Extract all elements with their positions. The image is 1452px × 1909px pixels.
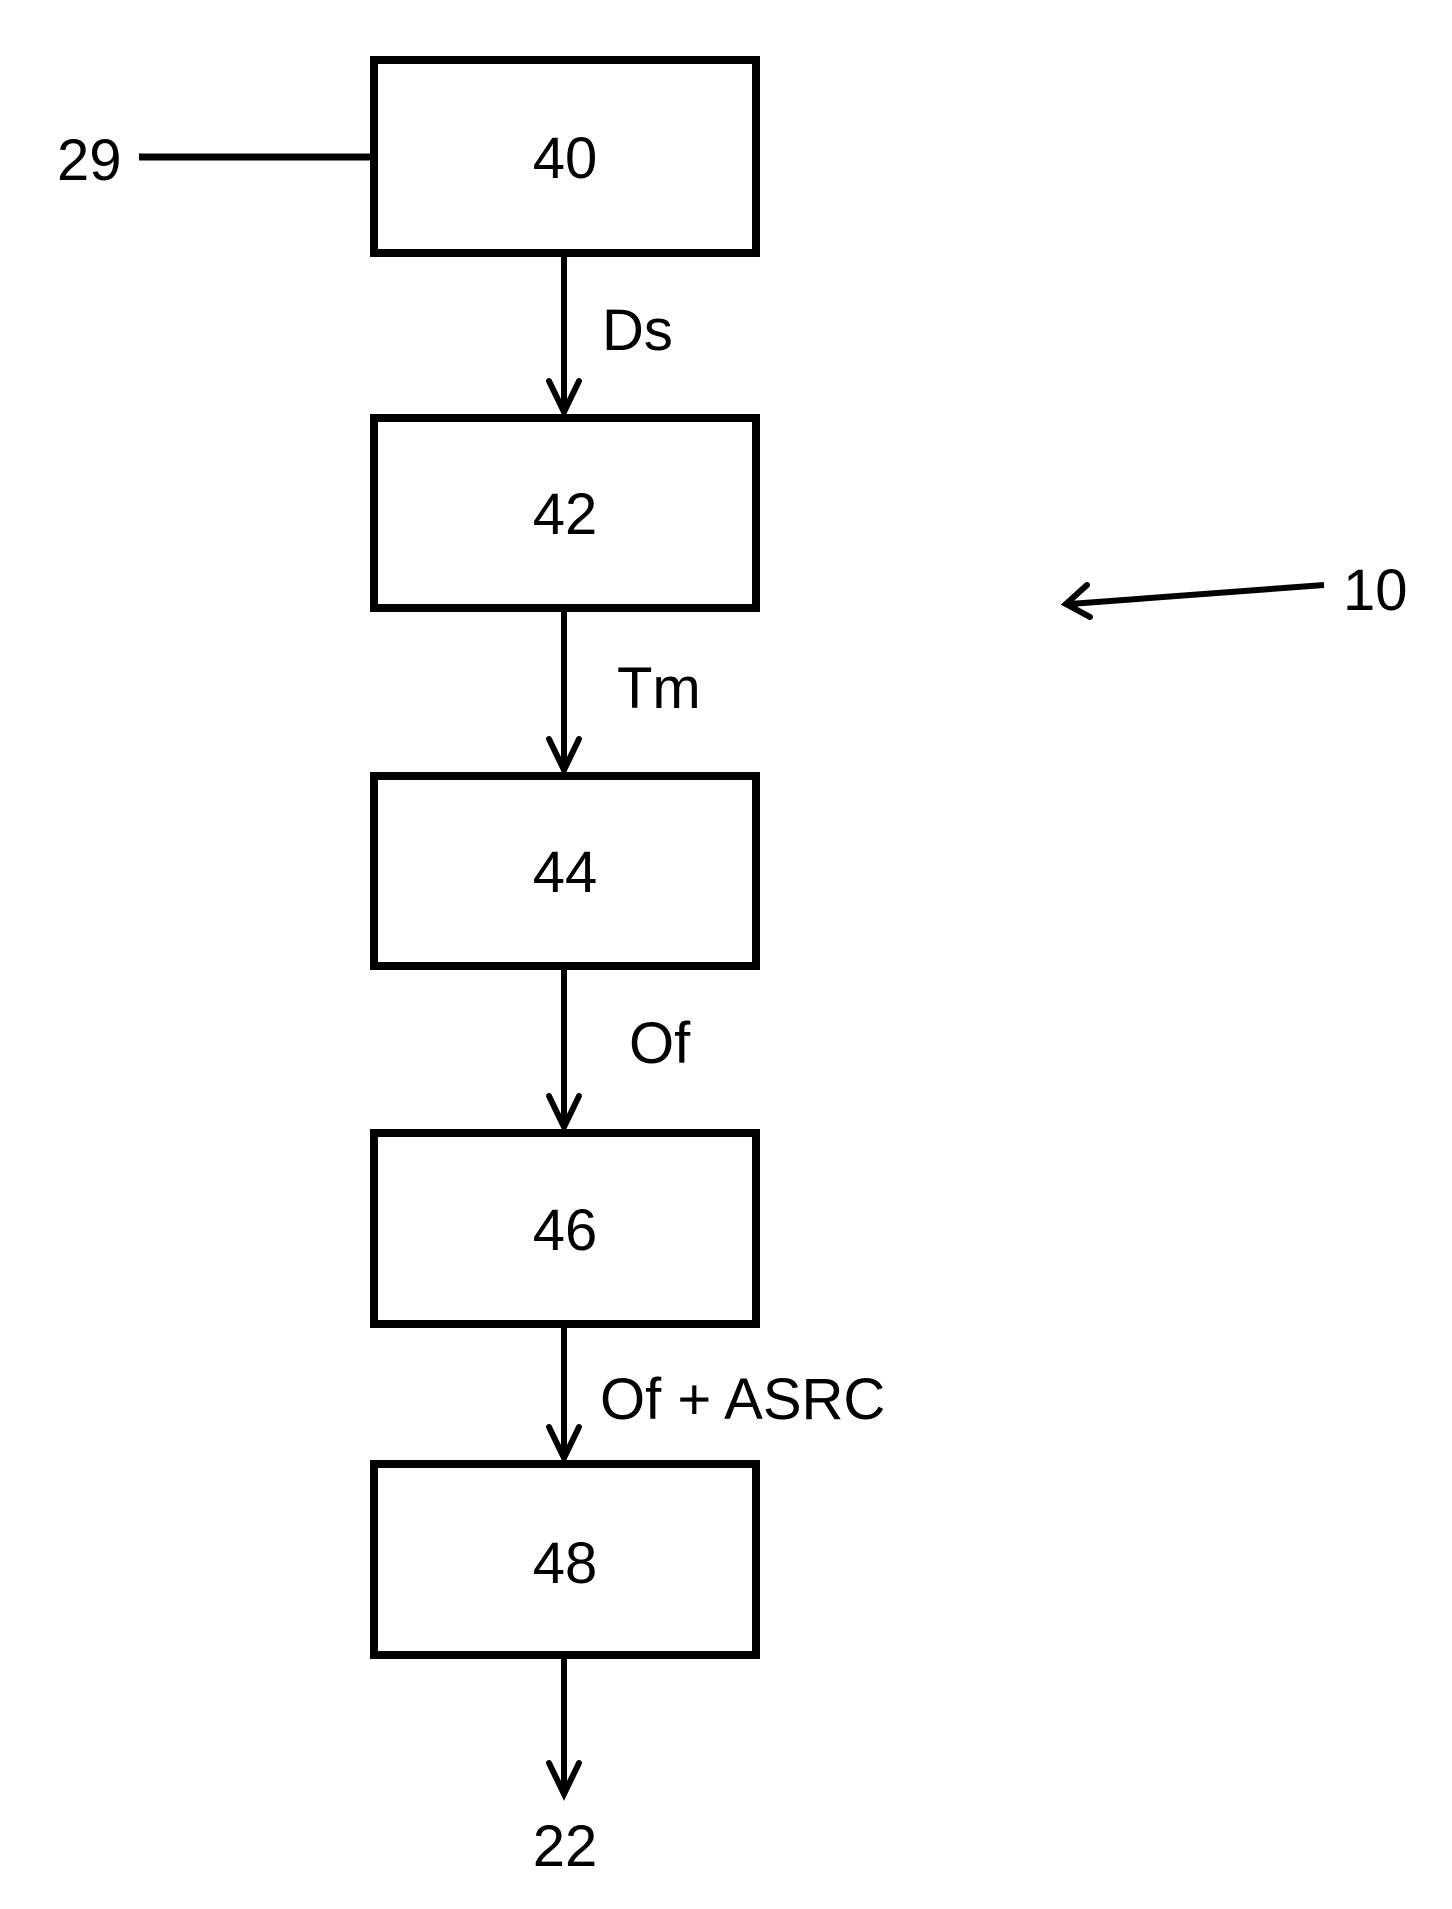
block-label: 40 [533, 126, 598, 191]
arrow-44-to-46 [546, 970, 582, 1134]
block-label: 42 [533, 482, 598, 547]
block-40: 40 [370, 56, 760, 257]
block-48: 48 [370, 1460, 760, 1659]
block-label: 44 [533, 840, 598, 905]
arrow-40-to-42 [546, 257, 582, 419]
system-ref-label: 10 [1343, 558, 1408, 623]
input-ref-label: 29 [57, 128, 122, 193]
edge-label-of-asrc: Of + ASRC [600, 1367, 885, 1432]
system-ref-arrow [1060, 582, 1325, 620]
block-42: 42 [370, 414, 760, 612]
block-label: 46 [533, 1198, 598, 1263]
arrow-46-to-48 [546, 1328, 582, 1465]
edge-label-ds: Ds [602, 298, 673, 363]
edge-label-of: Of [629, 1011, 691, 1076]
arrow-42-to-44 [546, 612, 582, 777]
edge-label-tm: Tm [617, 656, 701, 721]
block-44: 44 [370, 772, 760, 970]
block-label: 48 [533, 1531, 598, 1596]
arrow-48-to-output [546, 1659, 582, 1801]
output-ref-label: 22 [533, 1814, 598, 1879]
block-46: 46 [370, 1129, 760, 1328]
